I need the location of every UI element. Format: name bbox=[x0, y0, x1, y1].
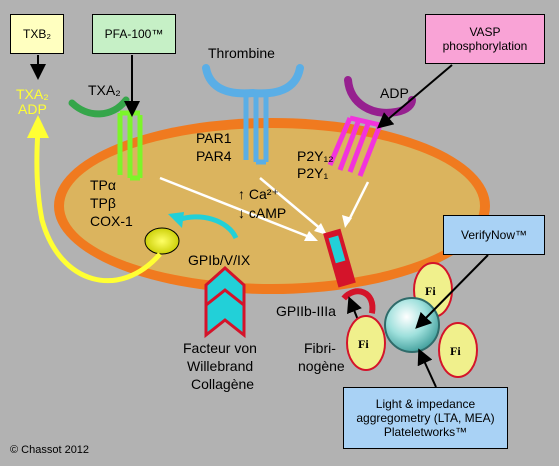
vwf-label-line3: Collagène bbox=[191, 376, 255, 392]
gpib-signal-arrowhead bbox=[168, 212, 184, 228]
fi-label-2: Fi bbox=[450, 344, 461, 358]
released-adp-label: ADP bbox=[18, 101, 47, 117]
txb2-box-label: TXB₂ bbox=[23, 27, 51, 41]
par-receptor bbox=[243, 95, 269, 165]
activated-platelet-ball bbox=[384, 297, 440, 353]
vasp-box-line2: phosphorylation bbox=[442, 39, 528, 53]
arrow-aggregometry bbox=[417, 348, 437, 388]
arrow-verifynow bbox=[415, 254, 489, 329]
gpiib-label: GPIIb-IIIa bbox=[276, 303, 336, 319]
fi-label-1: Fi bbox=[425, 284, 436, 298]
calcium-label: ↑ Ca²⁺ bbox=[238, 186, 279, 202]
vwf-label-line1: Facteur von bbox=[183, 340, 257, 356]
adp-label: ADP bbox=[380, 85, 409, 101]
signal-arrowhead-p2y bbox=[342, 215, 352, 228]
signal-arrow-p2y bbox=[346, 181, 370, 223]
signal-arrow-par bbox=[259, 177, 323, 231]
txb2-box: TXB₂ bbox=[10, 14, 64, 54]
verifynow-box-label: VerifyNow™ bbox=[460, 228, 528, 242]
vasp-box: VASP phosphorylation bbox=[425, 14, 545, 64]
released-txa2-label: TXA₂ bbox=[16, 86, 49, 102]
aggregometry-line1: Light & impedance bbox=[375, 397, 476, 411]
par4-label: PAR4 bbox=[196, 148, 232, 164]
arrow-vasp bbox=[376, 64, 453, 129]
gpib-signal-arrow bbox=[177, 214, 239, 240]
thrombin-ligand bbox=[202, 64, 304, 98]
signal-arrowhead-par bbox=[314, 223, 327, 235]
release-arrow bbox=[34, 129, 162, 283]
gpiib-receptor bbox=[323, 228, 376, 314]
fibrinogen-ovals bbox=[346, 262, 478, 378]
signal-arrow-tp bbox=[159, 176, 313, 240]
pfa100-box-label: PFA-100™ bbox=[104, 27, 164, 41]
tpb-label: TPβ bbox=[90, 195, 116, 211]
vasp-box-line1: VASP bbox=[469, 25, 501, 39]
cox1-label: COX-1 bbox=[90, 213, 133, 229]
par1-label: PAR1 bbox=[196, 130, 232, 146]
p2y1-label: P2Y₁ bbox=[297, 165, 329, 181]
vwf-chevrons bbox=[204, 265, 246, 339]
gpib-label: GPIb/V/IX bbox=[188, 252, 251, 268]
tpa-label: TPα bbox=[90, 177, 116, 193]
aggregometry-line3: Plateletworks™ bbox=[383, 425, 468, 439]
p2y12-label: P2Y₁₂ bbox=[297, 148, 334, 164]
dense-granule bbox=[144, 227, 180, 255]
signal-arrowhead-tp bbox=[304, 231, 318, 241]
aggregometry-box: Light & impedance aggregometry (LTA, MEA… bbox=[343, 387, 508, 449]
copyright: © Chassot 2012 bbox=[10, 444, 90, 456]
vwf-label-line2: Willebrand bbox=[187, 358, 254, 374]
txa2-ligand bbox=[68, 96, 130, 118]
release-arrowhead bbox=[27, 115, 49, 138]
verifynow-box: VerifyNow™ bbox=[443, 215, 545, 255]
camp-label: ↓ cAMP bbox=[238, 205, 287, 221]
fibrinogen-label-line2: nogène bbox=[298, 358, 345, 374]
pfa100-box: PFA-100™ bbox=[92, 14, 176, 54]
fibrinogen-label-line1: Fibri- bbox=[304, 340, 336, 356]
fi-label-3: Fi bbox=[358, 337, 369, 351]
txa2-ligand-label: TXA₂ bbox=[88, 82, 121, 98]
thrombine-label: Thrombine bbox=[208, 45, 275, 61]
tp-receptor bbox=[117, 110, 143, 181]
aggregometry-line2: aggregometry (LTA, MEA) bbox=[356, 411, 495, 425]
